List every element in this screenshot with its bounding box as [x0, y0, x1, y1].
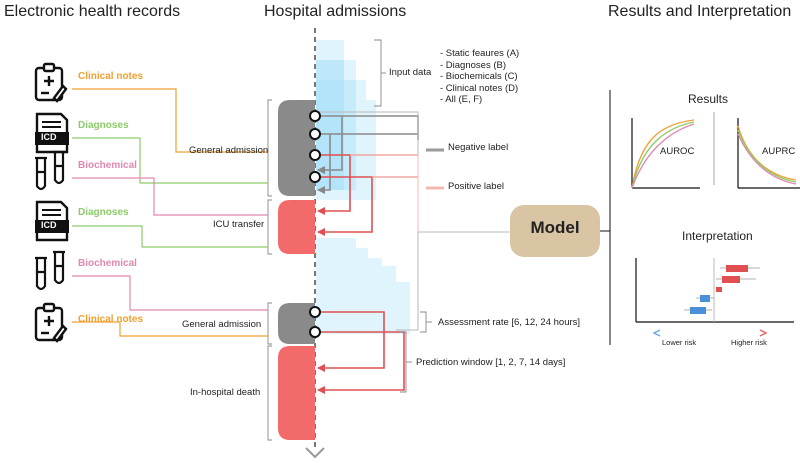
- auroc-label: AUROC: [660, 146, 695, 157]
- stay-label-icu-transfer: ICU transfer: [213, 219, 265, 230]
- input-data-item: - Diagnoses (B): [440, 59, 506, 71]
- icd-label: ICD: [41, 220, 57, 230]
- source-label-biochemical: Biochemical: [78, 258, 137, 269]
- auprc-label: AUPRC: [762, 146, 796, 157]
- interpretation-plot: [635, 258, 794, 323]
- auroc-plot: [631, 118, 700, 189]
- lower-risk-label: Lower risk: [662, 338, 697, 347]
- interpretation-heading: Interpretation: [682, 229, 753, 243]
- source-label-biochemical: Biochemical: [78, 160, 137, 171]
- clipboard-icon: [34, 62, 68, 103]
- input-data-list: - Static feaures (A) - Diagnoses (B) - B…: [440, 48, 519, 106]
- input-data-item: - Biochemicals (C): [440, 71, 518, 82]
- icd-document-icon: [35, 200, 69, 242]
- icu-transfer-block: [278, 200, 315, 254]
- hospital-title: Hospital admissions: [264, 3, 407, 20]
- positive-label: Positive label: [448, 181, 504, 192]
- source-label-diagnoses: Diagnoses: [78, 120, 129, 131]
- general-admission-block-1: [278, 100, 315, 196]
- test-tubes-icon: [35, 150, 65, 191]
- stay-label-general-admission: General admission: [189, 145, 269, 156]
- source-label-clinical-notes: Clinical notes: [78, 314, 144, 325]
- timeline-arrow-icon: [305, 447, 325, 459]
- source-label-diagnoses: Diagnoses: [78, 207, 129, 218]
- general-admission-block-2: [278, 303, 315, 344]
- model-box: [510, 205, 600, 257]
- higher-risk-label: Higher risk: [731, 338, 767, 347]
- results-title: Results and Interpretation: [608, 3, 792, 20]
- input-data-heading: Input data: [389, 67, 432, 78]
- stay-label-general-admission: General admission: [182, 319, 262, 330]
- input-data-item: - All (E, F): [440, 94, 483, 105]
- prediction-window-label: Prediction window [1, 2, 7, 14 days]: [416, 357, 566, 368]
- input-data-item: - Clinical notes (D): [440, 82, 519, 94]
- clipboard-icon: [34, 302, 68, 343]
- results-heading: Results: [688, 92, 729, 106]
- icd-document-icon: [35, 112, 69, 154]
- negative-label: Negative label: [448, 142, 509, 153]
- stay-label-in-hospital-death: In-hospital death: [190, 387, 261, 398]
- model-label: Model: [530, 218, 580, 237]
- auprc-plot: [737, 118, 800, 189]
- test-tubes-icon: [35, 250, 65, 291]
- source-label-clinical-notes: Clinical notes: [78, 71, 144, 82]
- ehr-title: Electronic health records: [4, 3, 181, 20]
- in-hospital-death-block: [278, 346, 315, 440]
- icd-label: ICD: [41, 132, 57, 142]
- input-data-blocks-bottom: [316, 238, 410, 334]
- input-data-item: - Static feaures (A): [440, 48, 520, 59]
- assessment-points: [309, 110, 321, 338]
- assessment-rate-label: Assessment rate [6, 12, 24 hours]: [438, 317, 581, 328]
